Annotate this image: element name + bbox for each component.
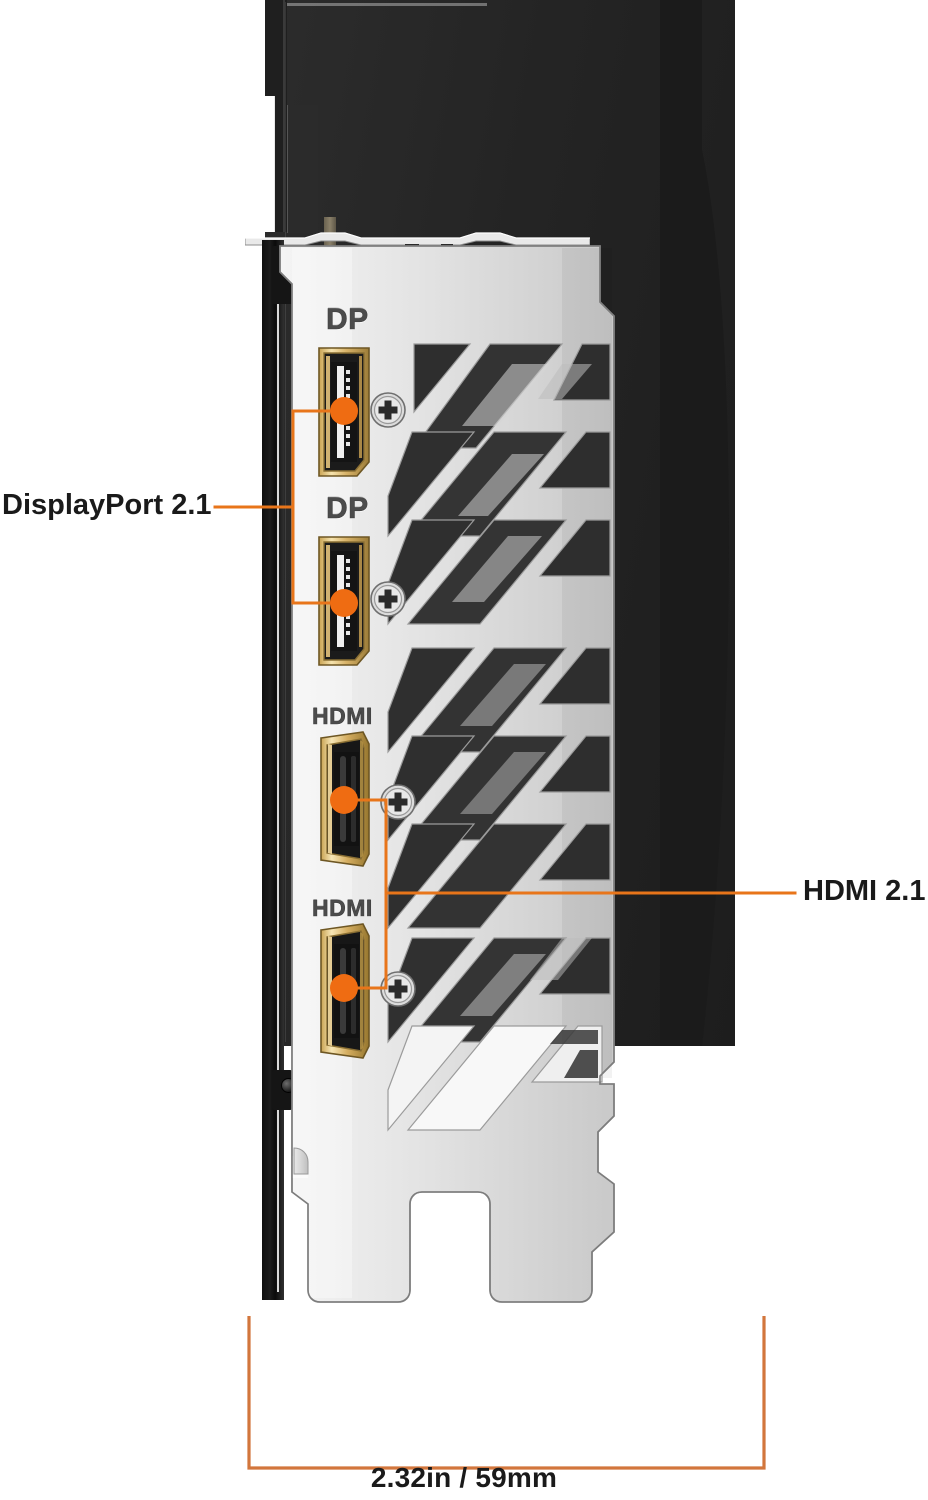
callout-label-displayport: DisplayPort 2.1 <box>2 489 212 521</box>
port-label-hdmi-2: HDMI <box>312 895 373 922</box>
spine-highlight-line <box>277 246 279 1292</box>
shroud-edge-highlight <box>285 2 286 1042</box>
shroud-left-notch <box>265 0 287 232</box>
dp-port-2[interactable] <box>313 531 375 671</box>
phillips-screw-icon <box>368 579 408 619</box>
shroud-top-highlight <box>287 3 487 6</box>
dp-port-1[interactable] <box>313 342 375 482</box>
phillips-screw-icon <box>378 782 418 822</box>
hdmi-port-2[interactable] <box>313 920 375 1062</box>
port-label-hdmi-1: HDMI <box>312 703 373 730</box>
dimension-bracket-icon <box>247 1316 766 1470</box>
callout-label-hdmi: HDMI 2.1 <box>803 875 926 907</box>
port-label-dp-1: DP <box>326 303 369 337</box>
shroud-heatsink-tab <box>287 105 336 335</box>
hdmi-port-1[interactable] <box>313 728 375 870</box>
dimension-caption: 2.32in / 59mm <box>370 1462 558 1493</box>
port-label-dp-2: DP <box>326 492 369 526</box>
phillips-screw-icon <box>378 969 418 1009</box>
shroud-seam-line <box>283 0 285 232</box>
phillips-screw-icon <box>368 390 408 430</box>
